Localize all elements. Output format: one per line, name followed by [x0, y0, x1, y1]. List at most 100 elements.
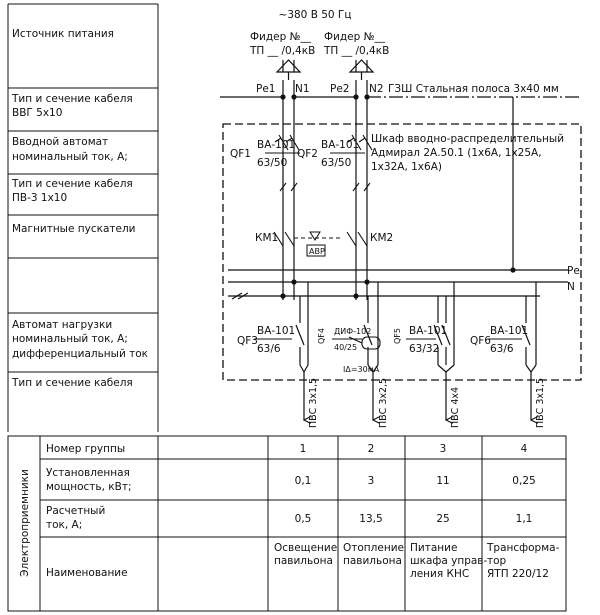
group-3-number: 3 [440, 443, 447, 455]
row-cable2-value: ПВ-3 1х10 [12, 192, 67, 204]
breaker-qf3-ref: QF3 [237, 335, 258, 347]
row-current-label-1: Расчетный [46, 505, 105, 517]
row-source-label: Источник питания [12, 28, 114, 40]
breaker-qf4-type: ДИФ-102 [334, 327, 371, 336]
row-load-breaker-sub1: номинальный ток, А; [12, 333, 128, 345]
feeder-1: Фидер №__ ТП __ /0,4кВ Ре1 N1 [249, 31, 315, 95]
supply-voltage-label: ~380 В 50 Гц [279, 9, 352, 21]
row-cable2-label: Тип и сечение кабеля [11, 178, 133, 190]
breaker-qf4-rating: 40/25 [334, 343, 357, 352]
breaker-qf1-type: ВА-101 [257, 139, 295, 151]
cabinet-label: Шкаф вводно-распределительный Адмирал 2А… [371, 133, 564, 173]
feeder-2-n-label: N2 [369, 83, 384, 95]
group-1-current: 0,5 [295, 513, 312, 525]
left-table-labels: Источник питания Тип и сечение кабеля ВВ… [11, 28, 148, 389]
contactor-km1 [273, 231, 295, 247]
group-3-name-1: Питание [410, 542, 457, 554]
group-3-name-3: ления КНС [410, 568, 469, 580]
row-name-label: Наименование [46, 567, 128, 579]
group-2-name-2: павильона [343, 555, 402, 567]
row-load-breaker-sub2: дифференциальный ток [12, 348, 148, 360]
breaker-qf6-ref: QF6 [470, 335, 491, 347]
row-load-breaker-label: Автомат нагрузки [12, 319, 112, 331]
feeder-2-pe-label: Ре2 [330, 83, 349, 95]
breaker-qf6-rating: 63/6 [490, 343, 514, 355]
row-cable3-label: Тип и сечение кабеля [11, 377, 133, 389]
cable-ticks [279, 182, 371, 192]
breaker-qf5-rating: 63/32 [409, 343, 439, 355]
receivers-section-title: Электроприемники [19, 469, 31, 577]
contactor-km1-label: КМ1 [255, 232, 278, 244]
group-2-current: 13,5 [359, 513, 382, 525]
cabinet-line-1: Шкаф вводно-распределительный [371, 133, 564, 145]
group-1-power: 0,1 [295, 475, 312, 487]
row-starters-label: Магнитные пускатели [12, 223, 136, 235]
group-4-current: 1,1 [516, 513, 533, 525]
breaker-qf2-type: ВА-101 [321, 139, 359, 151]
breaker-qf6-type: ВА-101 [490, 325, 528, 337]
group-4-name-2: тор [487, 555, 507, 567]
group-1-name-1: Освещение [274, 542, 337, 554]
avr-interlock [294, 231, 340, 257]
group-4-name-3: ЯТП 220/12 [487, 568, 549, 580]
group-drops [295, 282, 536, 420]
feeder-1-line2: ТП __ /0,4кВ [249, 45, 315, 57]
row-current-label-2: ток, А; [46, 519, 82, 531]
feeder-2: Фидер №__ ТП __ /0,4кВ Ре2 N2 [323, 31, 389, 95]
breaker-qf3-rating: 63/6 [257, 343, 281, 355]
row-cable1-label: Тип и сечение кабеля [11, 93, 133, 105]
breaker-qf1-ref: QF1 [230, 148, 251, 160]
breaker-qf1 [265, 134, 300, 154]
bus-n-label: N [567, 281, 575, 293]
breaker-qf2-ref: QF2 [297, 148, 318, 160]
feeder-1-n-label: N1 [295, 83, 310, 95]
breaker-qf4-diff: IΔ=30мА [343, 365, 380, 374]
bus-slash [231, 292, 243, 300]
cabinet-boundary [222, 123, 582, 381]
group-4-name-1: Трансформа- [486, 542, 560, 554]
cabinet-line-2: Адмирал 2А.50.1 (1х6А, 1х25А, [371, 147, 542, 159]
group-2-number: 2 [368, 443, 375, 455]
receivers-table-grid [7, 435, 567, 612]
breaker-qf3-type: ВА-101 [257, 325, 295, 337]
breaker-qf4-ref: QF4 [317, 328, 326, 344]
feeder-2-line1: Фидер №__ [324, 31, 386, 43]
cabinet-line-3: 1х32А, 1х6А) [371, 161, 442, 173]
bus-pe-label: Ре [567, 265, 580, 277]
row-power-label-2: мощность, кВт; [46, 481, 131, 493]
avr-label: АВР [309, 247, 325, 256]
group-3-power: 11 [436, 475, 449, 487]
group-3-current: 25 [436, 513, 449, 525]
feeder-2-line2: ТП __ /0,4кВ [323, 45, 389, 57]
feeder-lines [275, 59, 375, 300]
group-2-name-1: Отопление [343, 542, 404, 554]
breaker-qf5-type: ВА-101 [409, 325, 447, 337]
row-cable1-value: ВВГ 5х10 [12, 107, 62, 119]
feeder-1-line1: Фидер №__ [250, 31, 312, 43]
cable-group-1: ПВС 3х1,5 [308, 378, 319, 428]
breaker-qf1-rating: 63/50 [257, 157, 287, 169]
group-3-name-2: шкафа управ- [410, 555, 488, 567]
ground-bus-label: ГЗШ Стальная полоса 3х40 мм [388, 83, 559, 95]
group-1-name-2: павильона [274, 555, 333, 567]
row-input-breaker-sub: номинальный ток, А; [12, 151, 128, 163]
distribution-buses [228, 267, 568, 299]
group-4-power: 0,25 [512, 475, 535, 487]
feeder-1-pe-label: Ре1 [256, 83, 275, 95]
contactor-km2 [346, 231, 368, 247]
row-group-label: Номер группы [46, 443, 125, 455]
breaker-qf5-ref: QF5 [393, 328, 402, 344]
breaker-qf4-symbol [348, 336, 381, 350]
group-4-number: 4 [521, 443, 528, 455]
group-2-power: 3 [368, 475, 375, 487]
breaker-qf2-rating: 63/50 [321, 157, 351, 169]
cable-group-3: ПВС 4х4 [450, 387, 461, 428]
contactor-km2-label: КМ2 [370, 232, 393, 244]
cable-group-4: ПВС 3х1,5 [535, 378, 546, 428]
left-description-table [7, 3, 159, 432]
row-power-label-1: Установленная [46, 467, 130, 479]
row-input-breaker-label: Вводной автомат [12, 136, 108, 148]
group-1-number: 1 [300, 443, 307, 455]
cable-group-2: ПВС 3х2,5 [378, 378, 389, 428]
